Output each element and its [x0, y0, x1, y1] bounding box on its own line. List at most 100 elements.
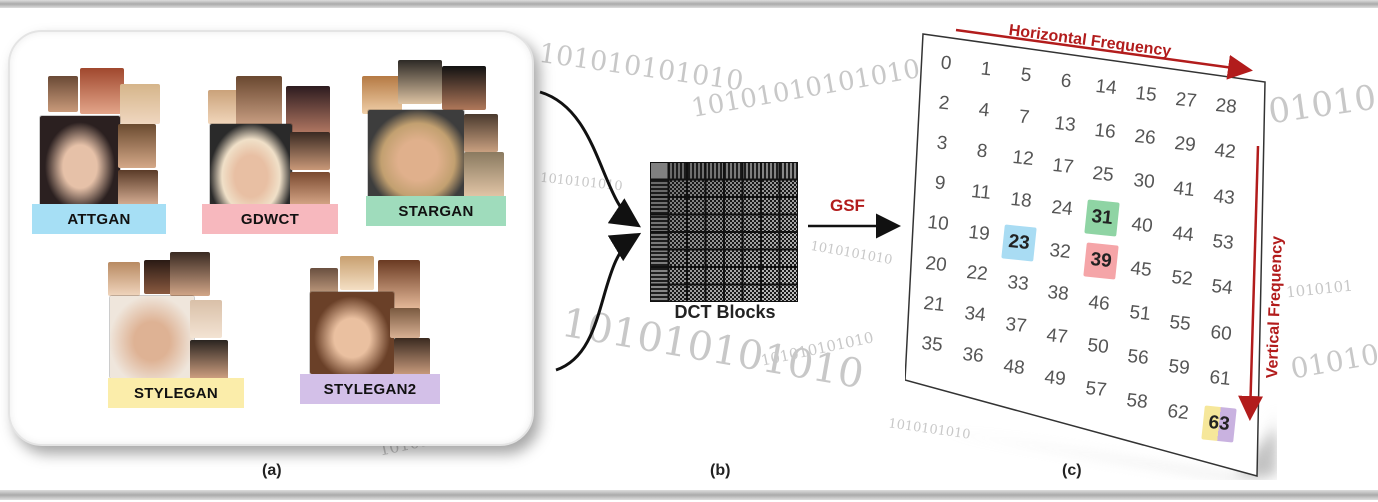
dct-blocks-grid: [650, 162, 798, 302]
stylegan2-label: STYLEGAN2: [300, 374, 440, 404]
face-thumbnail: [464, 152, 504, 198]
dct-basis-tile: [688, 250, 705, 266]
dct-basis-tile: [669, 180, 686, 196]
dct-basis-tile: [688, 233, 705, 249]
dct-basis-tile: [780, 233, 797, 249]
face-thumbnail: [144, 260, 174, 294]
dct-basis-tile: [725, 180, 742, 196]
dct-basis-tile: [651, 215, 668, 231]
dct-basis-tile: [725, 215, 742, 231]
dct-basis-tile: [780, 198, 797, 214]
caption-a: (a): [262, 462, 282, 479]
dct-basis-tile: [651, 198, 668, 214]
dct-basis-tile: [651, 163, 668, 179]
dct-basis-tile: [725, 198, 742, 214]
face-thumbnail: [208, 90, 238, 124]
face-thumbnail: [398, 60, 442, 104]
dct-basis-tile: [743, 163, 760, 179]
dct-basis-tile: [706, 163, 723, 179]
dct-basis-tile: [688, 163, 705, 179]
gsf-label: GSF: [830, 196, 865, 215]
dct-basis-tile: [762, 180, 779, 196]
face-thumbnail: [108, 262, 140, 296]
face-thumbnail: [118, 124, 156, 168]
dct-basis-tile: [688, 285, 705, 301]
dct-basis-tile: [688, 180, 705, 196]
dct-basis-tile: [706, 215, 723, 231]
face-thumbnail: [362, 76, 402, 114]
dct-basis-tile: [762, 268, 779, 284]
face-thumbnail: [310, 292, 394, 374]
arrow-lower: [555, 232, 642, 372]
dct-basis-tile: [725, 233, 742, 249]
face-thumbnail: [80, 68, 124, 114]
dct-basis-tile: [669, 198, 686, 214]
dct-basis-tile: [706, 250, 723, 266]
dct-basis-tile: [780, 180, 797, 196]
face-thumbnail: [286, 86, 330, 136]
dct-basis-tile: [669, 250, 686, 266]
dct-basis-tile: [762, 233, 779, 249]
caption-c: (c): [1062, 462, 1082, 479]
gdwct-label: GDWCT: [202, 204, 338, 234]
dct-basis-tile: [706, 198, 723, 214]
dct-basis-tile: [780, 250, 797, 266]
dct-basis-tile: [706, 268, 723, 284]
dct-basis-tile: [743, 198, 760, 214]
dct-basis-tile: [688, 198, 705, 214]
dct-basis-tile: [725, 285, 742, 301]
dct-basis-tile: [688, 268, 705, 284]
dct-basis-tile: [762, 215, 779, 231]
dct-basis-tile: [725, 268, 742, 284]
stargan-label: STARGAN: [366, 196, 506, 226]
gan-samples-panel: ATTGAN GDWCT STARGAN STYLEGAN STYLEGAN2: [8, 30, 534, 446]
face-thumbnail: [118, 170, 158, 208]
dct-basis-tile: [688, 215, 705, 231]
face-thumbnail: [394, 338, 430, 378]
dct-basis-tile: [743, 180, 760, 196]
horizontal-arrow: [955, 28, 1253, 80]
dct-basis-tile: [651, 268, 668, 284]
dct-basis-tile: [743, 233, 760, 249]
dct-basis-tile: [669, 233, 686, 249]
dct-basis-tile: [669, 215, 686, 231]
dct-basis-tile: [743, 285, 760, 301]
vertical-arrow: [1238, 145, 1264, 421]
face-thumbnail: [368, 110, 464, 200]
face-thumbnail: [236, 76, 282, 126]
dct-basis-tile: [725, 250, 742, 266]
attgan-label: ATTGAN: [32, 204, 166, 234]
face-thumbnail: [290, 132, 330, 170]
face-thumbnail: [48, 76, 78, 112]
dct-basis-tile: [743, 250, 760, 266]
dct-basis-tile: [780, 285, 797, 301]
face-thumbnail: [170, 252, 210, 296]
dct-basis-tile: [743, 215, 760, 231]
top-rule: [0, 0, 1378, 8]
dct-basis-tile: [762, 163, 779, 179]
stylegan-label: STYLEGAN: [108, 378, 244, 408]
dct-basis-tile: [706, 285, 723, 301]
dct-basis-tile: [651, 285, 668, 301]
dct-basis-tile: [725, 163, 742, 179]
dct-basis-tile: [780, 215, 797, 231]
dct-basis-tile: [743, 268, 760, 284]
dct-basis-tile: [780, 163, 797, 179]
dct-basis-tile: [669, 285, 686, 301]
dct-basis-tile: [780, 268, 797, 284]
face-thumbnail: [110, 296, 194, 378]
dct-basis-tile: [706, 233, 723, 249]
dct-basis-tile: [706, 180, 723, 196]
face-thumbnail: [390, 308, 420, 338]
face-thumbnail: [464, 114, 498, 152]
face-thumbnail: [442, 66, 486, 110]
dct-basis-tile: [762, 285, 779, 301]
face-thumbnail: [190, 340, 228, 380]
face-thumbnail: [210, 124, 292, 214]
face-thumbnail: [340, 256, 374, 290]
dct-basis-tile: [651, 180, 668, 196]
face-thumbnail: [120, 84, 160, 124]
dct-basis-tile: [762, 198, 779, 214]
